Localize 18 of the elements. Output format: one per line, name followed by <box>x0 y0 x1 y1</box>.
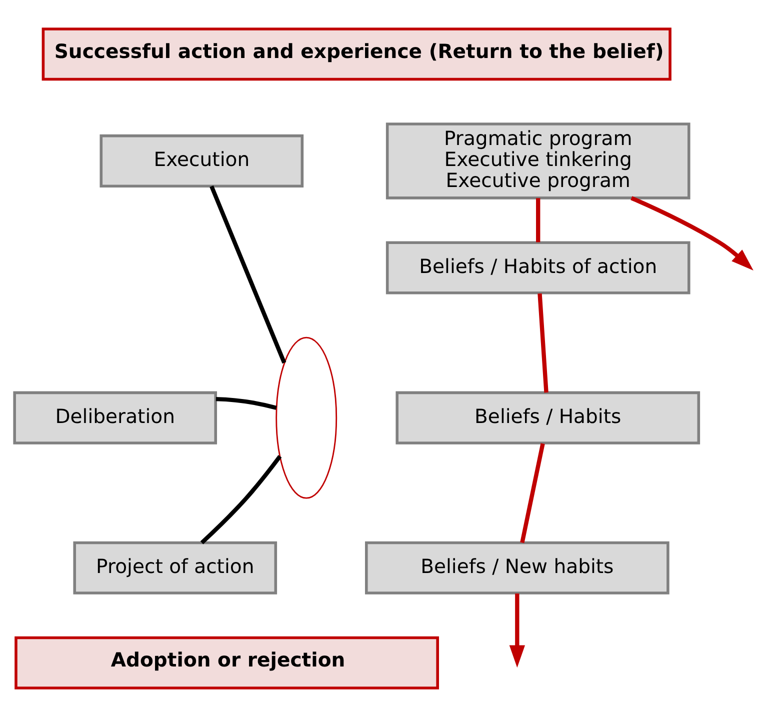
connector <box>200 455 282 544</box>
connector <box>215 396 276 410</box>
node-box: Project of action <box>72 541 277 594</box>
node-box: Pragmatic program Executive tinkering Executive program <box>385 122 690 200</box>
node-box: Execution <box>99 134 304 188</box>
node-box: Beliefs / Habits of action <box>385 241 690 294</box>
node-box: Beliefs / New habits <box>364 541 669 594</box>
node-box: Adoption or rejection <box>14 636 438 690</box>
arrow <box>630 196 753 270</box>
node-box: Beliefs / Habits <box>395 391 700 444</box>
connector <box>536 198 540 242</box>
connector <box>209 185 286 364</box>
connector <box>520 443 544 544</box>
node-box: Successful action and experience (Return to the belief) <box>41 28 671 81</box>
connector <box>537 293 548 393</box>
node-arc <box>275 336 337 499</box>
node-box: Deliberation <box>12 391 217 444</box>
arrow <box>508 594 524 668</box>
